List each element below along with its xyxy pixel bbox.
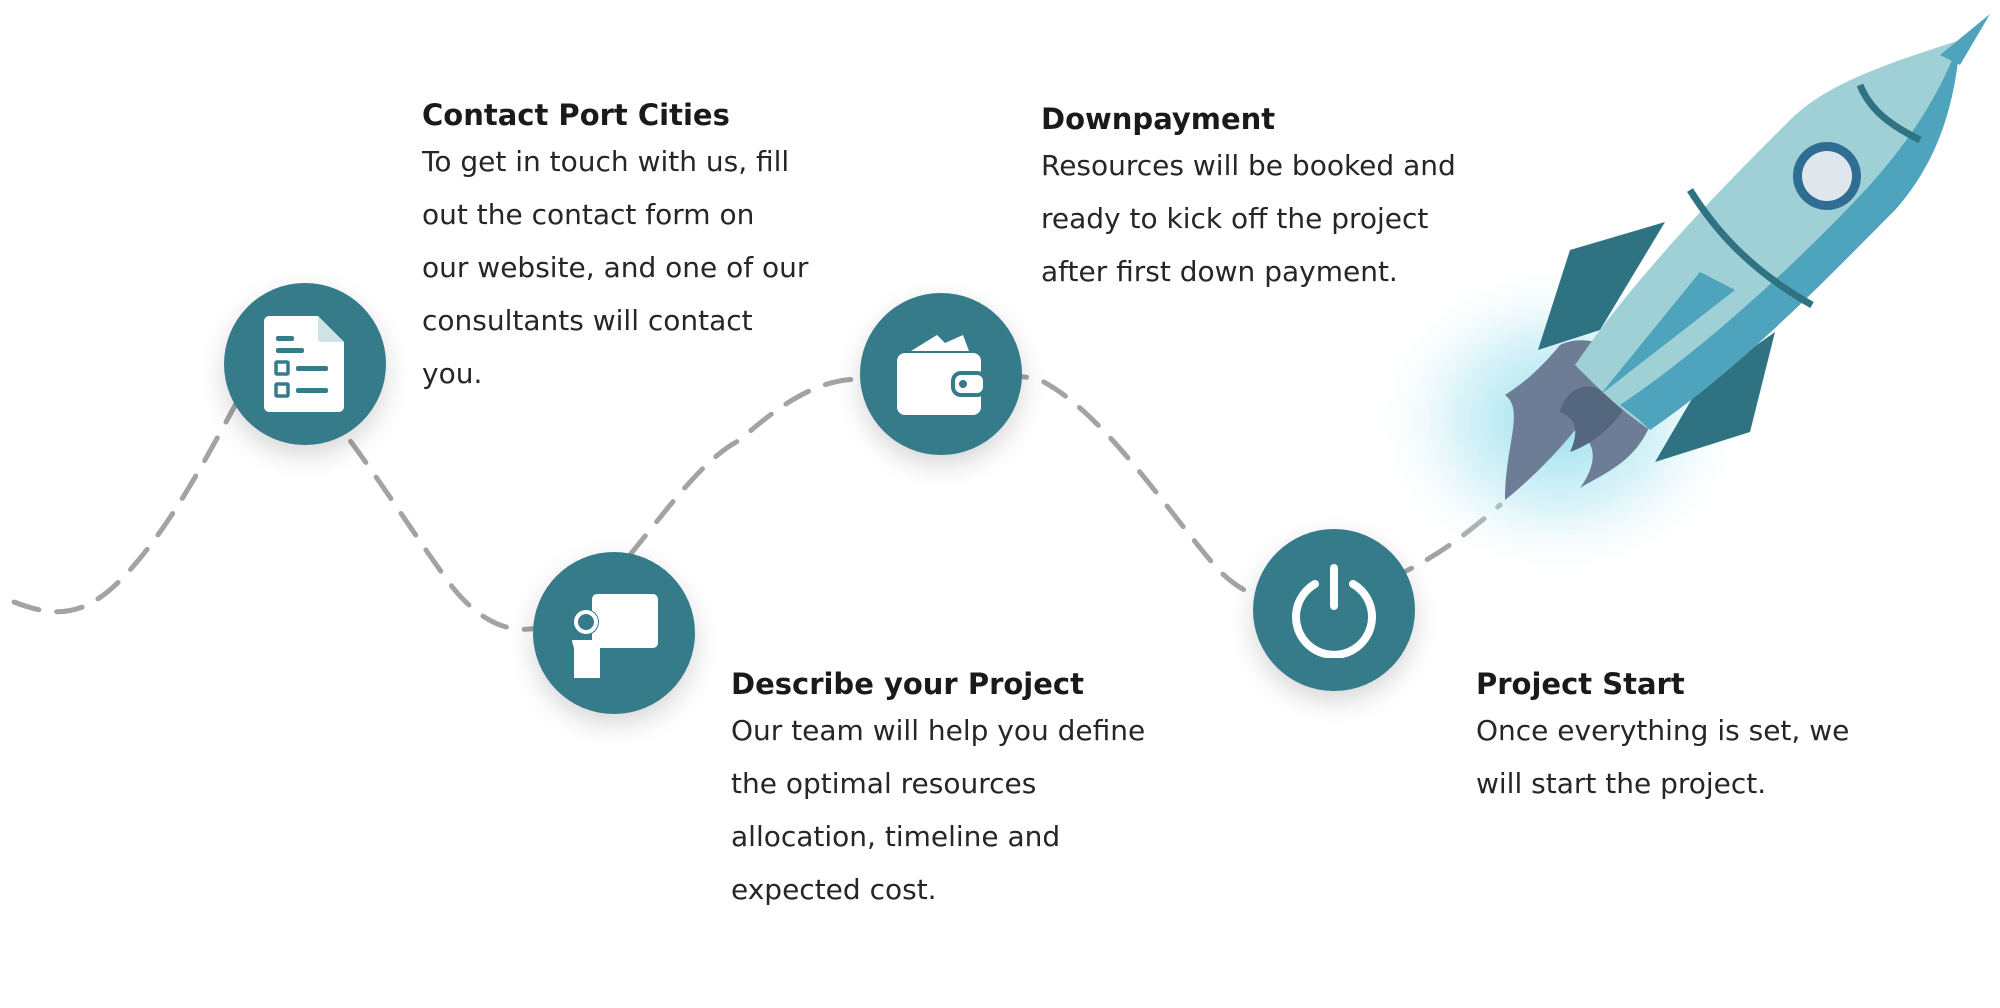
step-1-line-4: consultants will contact (422, 304, 753, 337)
step-1-node (224, 283, 386, 445)
step-1-line-5: you. (422, 357, 483, 390)
power-icon (1292, 564, 1376, 658)
wallet-icon (897, 335, 987, 415)
step-3-text: Downpayment Resources will be booked and… (1041, 99, 1541, 298)
form-document-icon (264, 316, 344, 412)
step-1-line-3: our website, and one of our (422, 251, 809, 284)
step-2-line-2: the optimal resources (731, 767, 1037, 800)
step-3-line-1: Resources will be booked and (1041, 149, 1456, 182)
step-1-text: Contact Port Cities To get in touch with… (422, 95, 892, 400)
step-4-node (1253, 529, 1415, 691)
presentation-board-icon (572, 594, 658, 678)
step-2-line-1: Our team will help you define (731, 714, 1146, 747)
step-4-text: Project Start Once everything is set, we… (1476, 664, 1956, 810)
step-2-text: Describe your Project Our team will help… (731, 664, 1251, 916)
step-1-line-1: To get in touch with us, fill (422, 145, 790, 178)
step-3-node (860, 293, 1022, 455)
step-2-node (533, 552, 695, 714)
step-2-line-3: allocation, timeline and (731, 820, 1061, 853)
step-3-line-2: ready to kick off the project (1041, 202, 1429, 235)
step-1-line-2: out the contact form on (422, 198, 755, 231)
step-2-line-4: expected cost. (731, 873, 937, 906)
step-2-title: Describe your Project (731, 667, 1084, 701)
step-4-title: Project Start (1476, 667, 1685, 701)
rocket-fin-left (1538, 222, 1665, 350)
step-3-title: Downpayment (1041, 102, 1276, 136)
step-1-title: Contact Port Cities (422, 98, 730, 132)
rocket-fin-right (1655, 332, 1775, 462)
step-3-line-3: after first down payment. (1041, 255, 1398, 288)
step-4-line-2: will start the project. (1476, 767, 1767, 800)
step-4-line-1: Once everything is set, we (1476, 714, 1850, 747)
